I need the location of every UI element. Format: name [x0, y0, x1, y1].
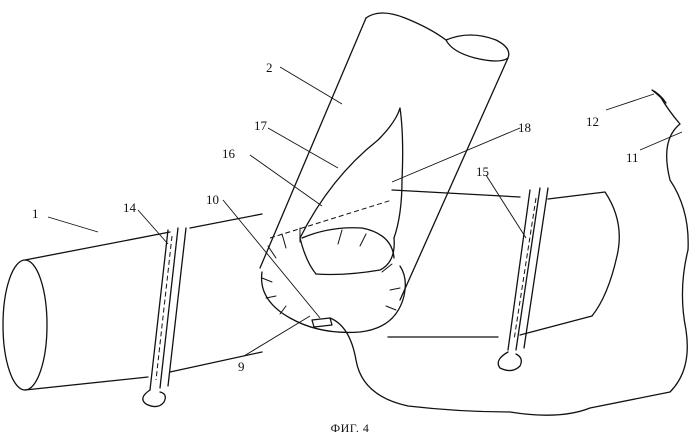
label-11: 11 — [626, 150, 639, 165]
label-2: 2 — [266, 60, 273, 75]
reference-numerals: 1 2 17 16 18 10 9 14 15 12 11 — [32, 60, 639, 374]
label-15: 15 — [476, 164, 489, 179]
label-12: 12 — [586, 114, 599, 129]
label-18: 18 — [518, 120, 531, 135]
incision-flap — [300, 108, 403, 275]
label-14: 14 — [123, 200, 137, 215]
figure-caption: ФИГ. 4 — [0, 421, 700, 436]
anastomosis-seam — [262, 228, 406, 332]
label-16: 16 — [222, 146, 236, 161]
label-17: 17 — [254, 118, 268, 133]
label-9: 9 — [238, 359, 245, 374]
clamp-left — [143, 228, 186, 407]
label-10: 10 — [206, 192, 219, 207]
suture-thread — [330, 90, 688, 415]
label-1: 1 — [32, 206, 39, 221]
leader-lines — [48, 67, 682, 356]
branch-tube — [260, 13, 509, 300]
horizontal-tube — [3, 190, 619, 390]
clamp-right — [498, 188, 548, 371]
